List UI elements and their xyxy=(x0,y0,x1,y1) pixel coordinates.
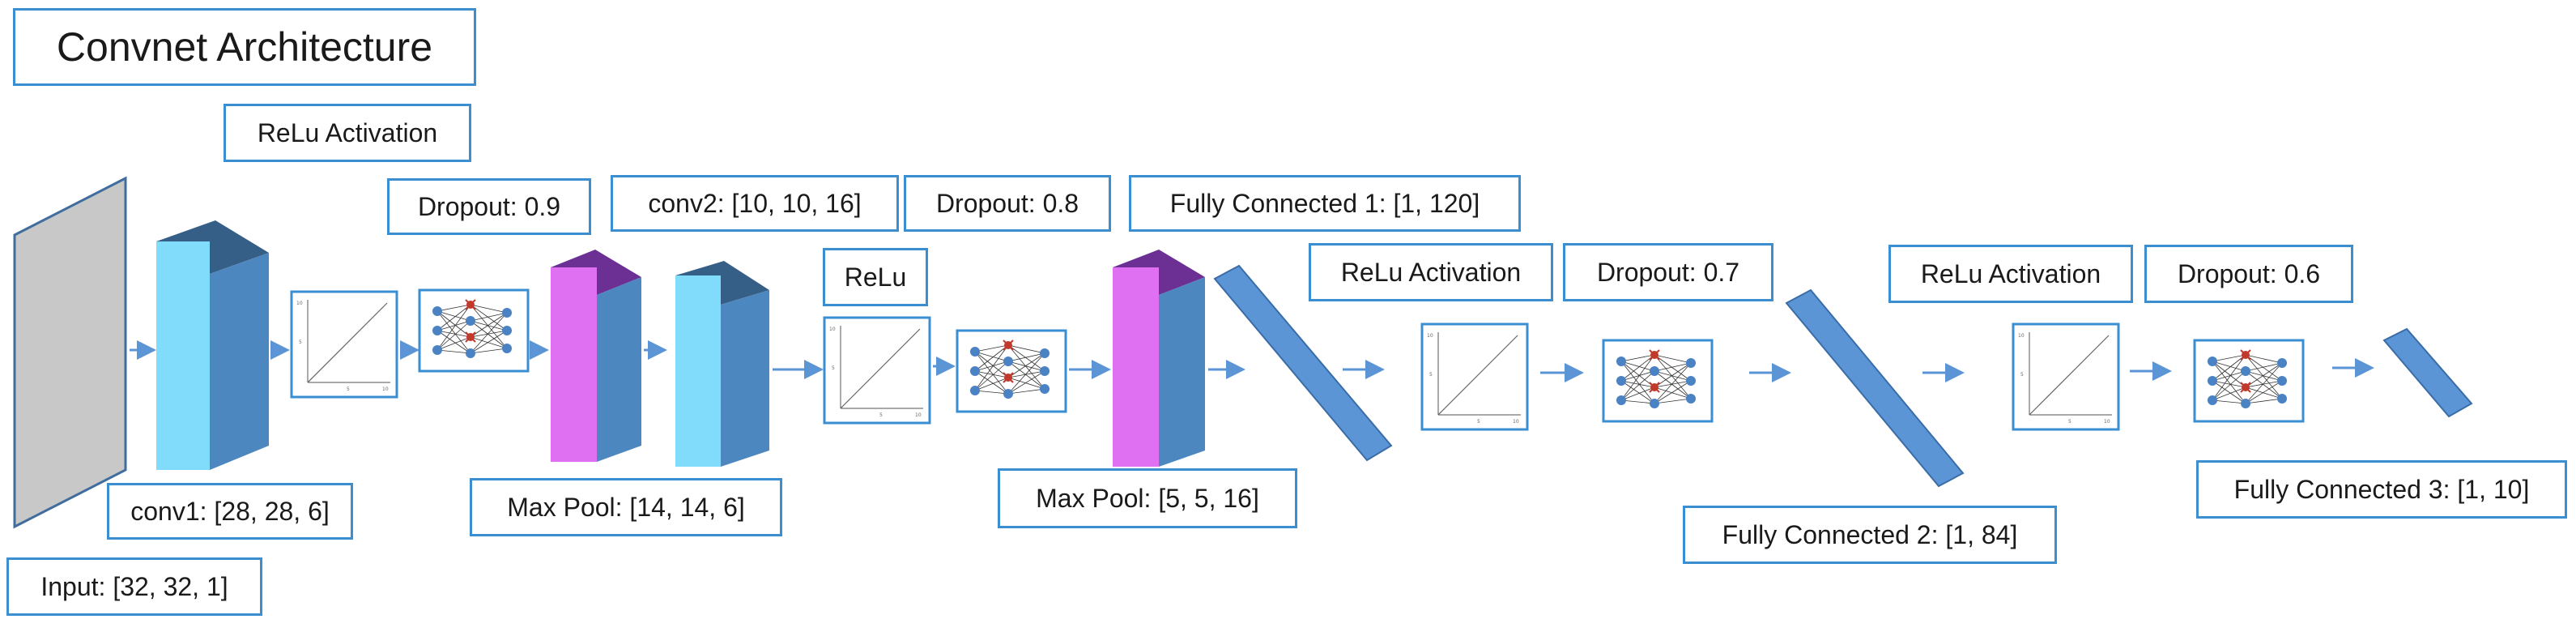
label-maxpool-2: Max Pool: [5, 5, 16] xyxy=(998,468,1297,528)
fc3-bar xyxy=(2382,327,2473,418)
label-dropout-3: Dropout: 0.7 xyxy=(1563,243,1773,301)
relu-plot-3-icon xyxy=(1420,322,1529,431)
dropout-1-network-icon xyxy=(418,288,530,373)
label-relu-2: ReLu xyxy=(823,248,928,306)
fc2-bar xyxy=(1785,288,1965,488)
label-dropout-4: Dropout: 0.6 xyxy=(2144,245,2353,303)
label-relu-activation-3: ReLu Activation xyxy=(1309,243,1553,301)
label-dropout-1: Dropout: 0.9 xyxy=(387,178,591,235)
dropout-4-network-icon xyxy=(2193,339,2305,423)
relu-plot-4-icon xyxy=(2012,322,2120,431)
label-dropout-2: Dropout: 0.8 xyxy=(904,175,1111,232)
label-maxpool-1: Max Pool: [14, 14, 6] xyxy=(470,478,782,536)
maxpool2-block xyxy=(1113,250,1205,467)
relu-plot-2-icon xyxy=(823,316,931,425)
dropout-3-network-icon xyxy=(1602,339,1714,423)
fc1-bar xyxy=(1213,264,1393,462)
label-fully-connected-1: Fully Connected 1: [1, 120] xyxy=(1129,175,1521,232)
label-input: Input: [32, 32, 1] xyxy=(6,557,262,616)
relu-plot-1-icon xyxy=(290,290,398,399)
label-conv2: conv2: [10, 10, 16] xyxy=(611,175,899,232)
input-layer-shape xyxy=(13,176,127,529)
label-relu-activation-1: ReLu Activation xyxy=(224,104,471,162)
conv1-block xyxy=(156,220,269,470)
conv2-block xyxy=(675,261,769,467)
maxpool1-block xyxy=(551,250,641,462)
label-conv1: conv1: [28, 28, 6] xyxy=(107,483,353,540)
dropout-2-network-icon xyxy=(956,329,1067,413)
label-fully-connected-3: Fully Connected 3: [1, 10] xyxy=(2196,460,2567,519)
diagram-title: Convnet Architecture xyxy=(13,8,476,86)
label-fully-connected-2: Fully Connected 2: [1, 84] xyxy=(1683,506,2057,564)
label-relu-activation-4: ReLu Activation xyxy=(1888,245,2133,303)
